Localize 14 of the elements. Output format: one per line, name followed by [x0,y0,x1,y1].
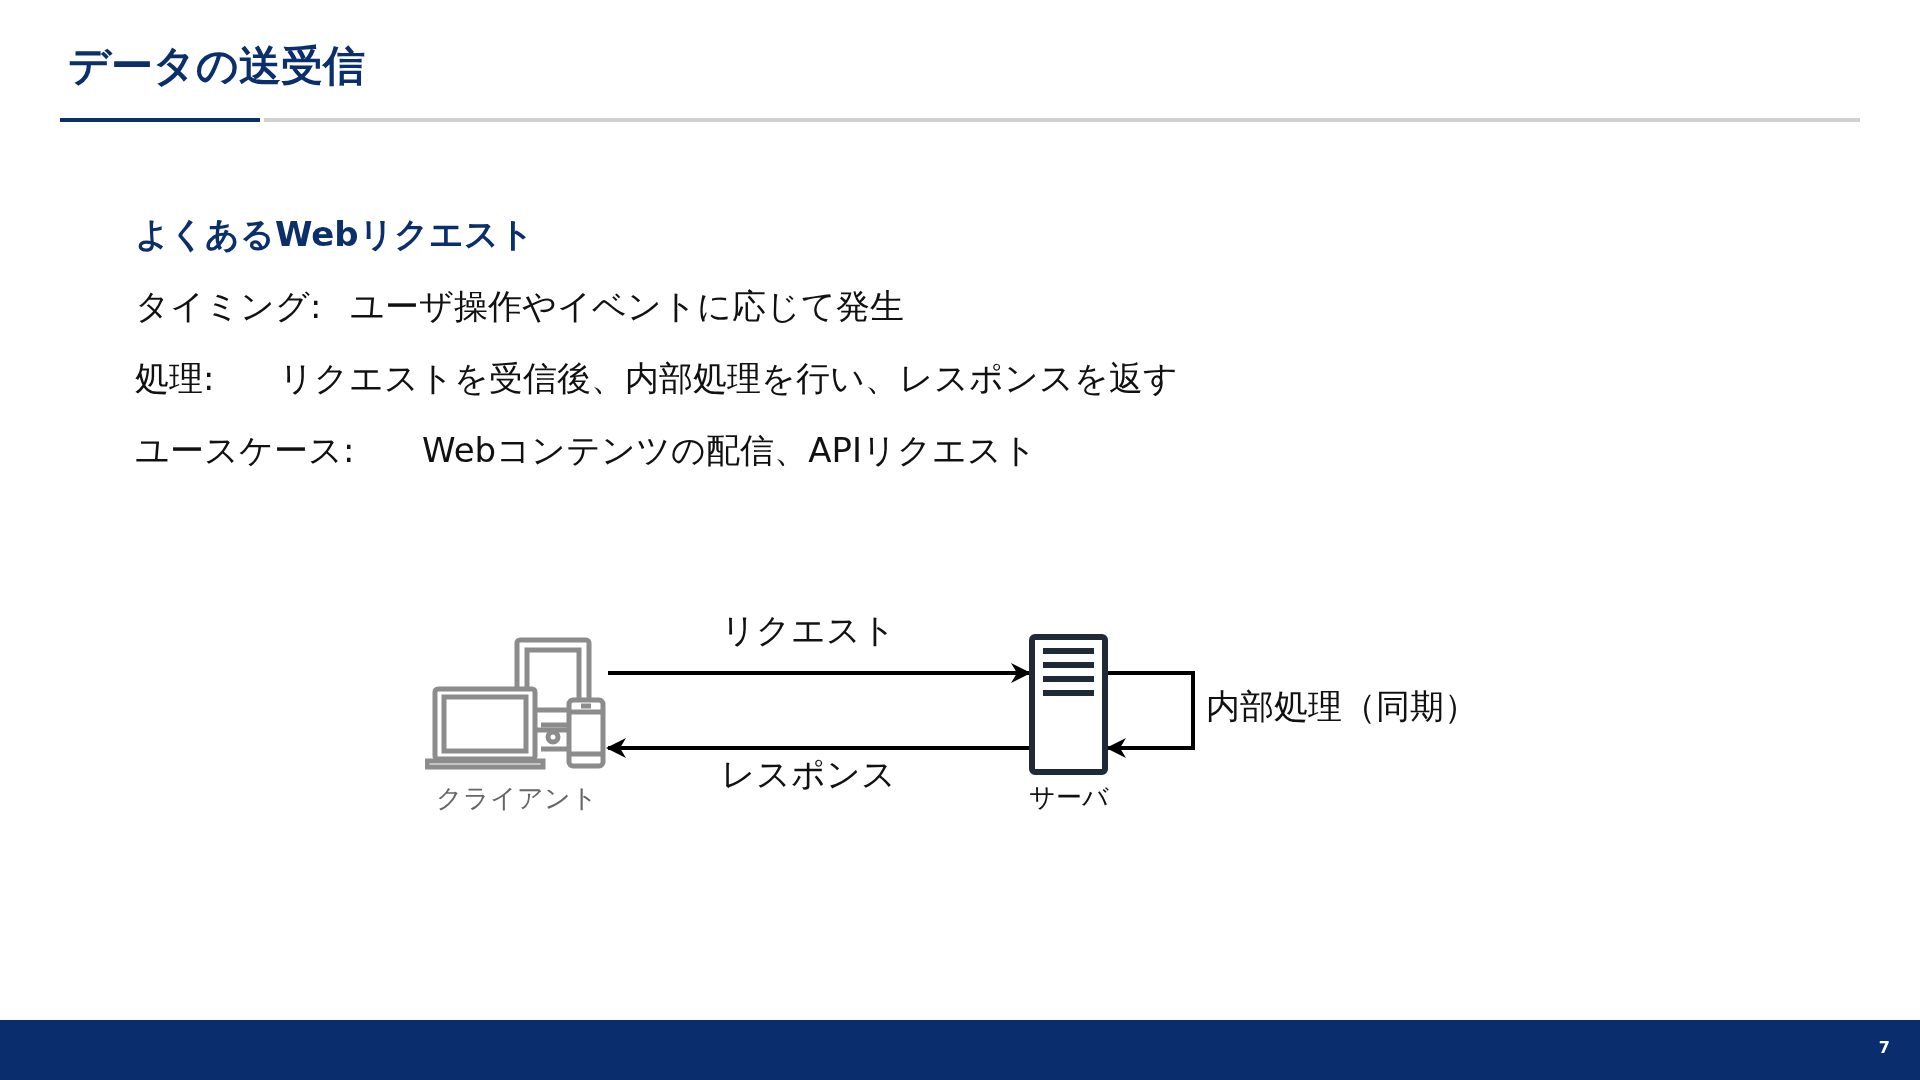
page-number: 7 [1878,1038,1890,1057]
slide-title: データの送受信 [68,40,365,92]
node-label: クライアント [435,782,598,815]
row-heading: タイミング: [135,285,322,328]
row-text: ユーザ操作やイベントに応じて発生 [350,285,904,328]
loop-arrow [1106,671,1195,758]
section-heading: よくあるWebリクエスト [135,213,534,256]
node-label: サーバ [1028,781,1109,814]
row-heading: 処理: [135,357,215,400]
row-heading: ユースケース: [135,429,355,472]
arrow [608,663,1031,683]
arrow [606,738,1029,758]
row-text: リクエストを受信後、内部処理を行い、レスポンスを返す [279,357,1178,400]
row-text: Webコンテンツの配信、APIリクエスト [422,429,1037,472]
